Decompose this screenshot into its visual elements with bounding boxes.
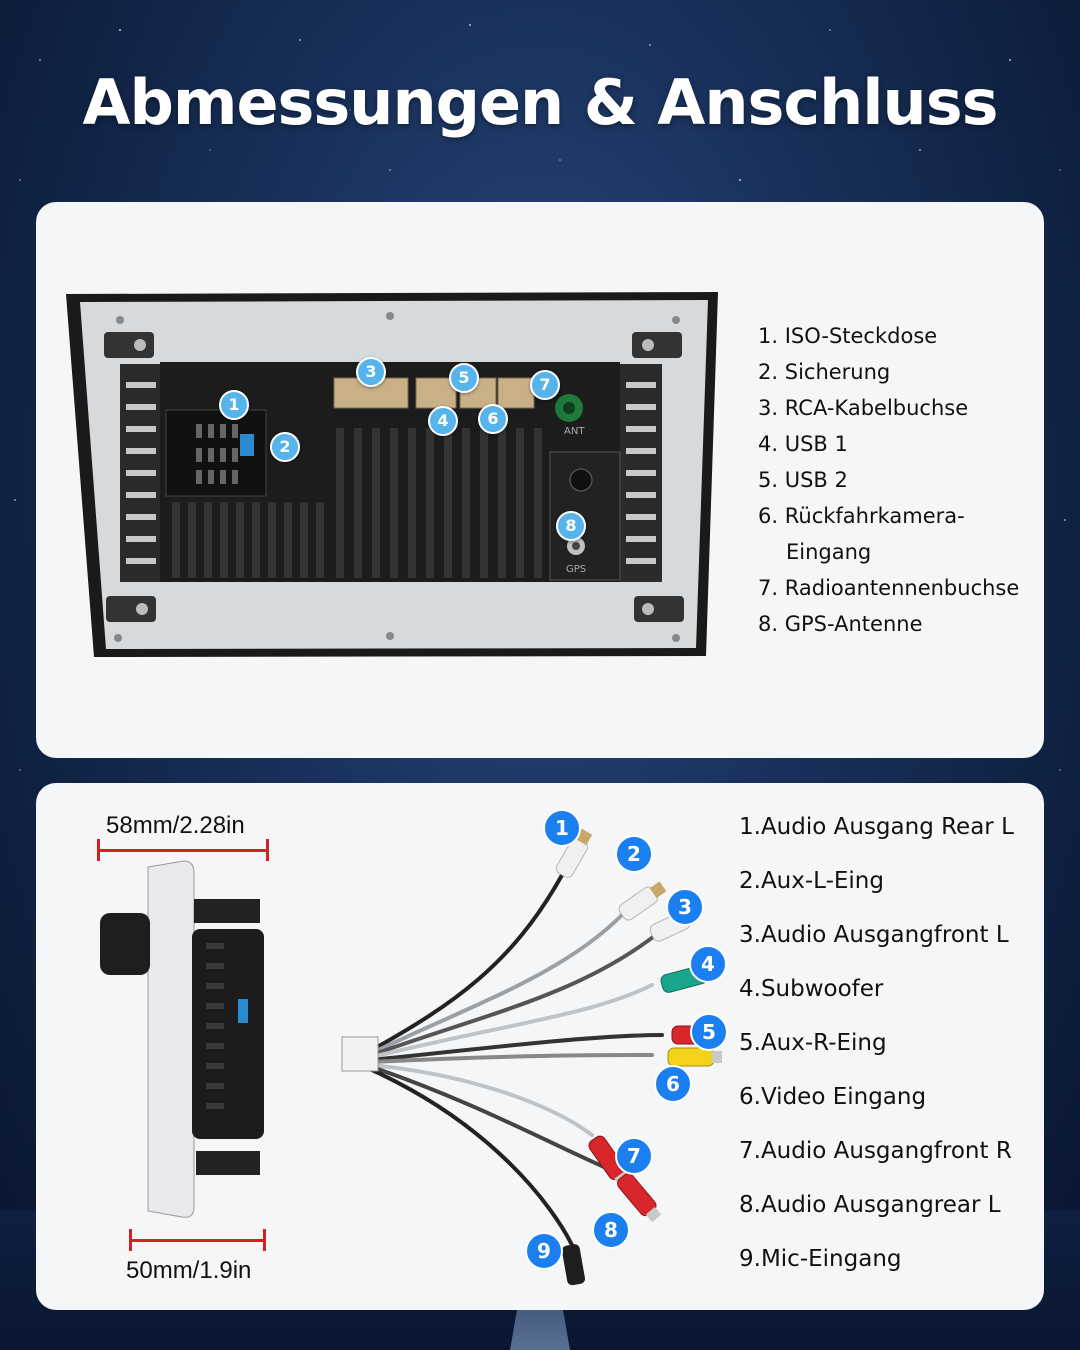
legend-item: 7.Audio Ausgangfront R bbox=[739, 1138, 1012, 1164]
badge-rca-socket: 3 bbox=[356, 357, 386, 387]
legend-item: 6.Video Eingang bbox=[739, 1084, 927, 1110]
depth-dimension-bottom-tick-right bbox=[263, 1229, 266, 1251]
legend-item: 1. ISO-Steckdose bbox=[758, 324, 938, 348]
badge-audio-front-l: 3 bbox=[666, 888, 704, 926]
depth-dimension-bottom-tick-left bbox=[129, 1229, 132, 1251]
badge-video-in: 6 bbox=[654, 1065, 692, 1103]
badge-aux-r: 5 bbox=[690, 1013, 728, 1051]
head-unit-rear-photo: ANT GPS bbox=[66, 292, 718, 657]
cable-harness-panel: 58mm/2.28in 50mm/1.9in bbox=[36, 783, 1044, 1310]
legend-item: 9.Mic-Eingang bbox=[739, 1246, 902, 1272]
legend-item: 2. Sicherung bbox=[758, 360, 891, 384]
badge-iso-socket: 1 bbox=[219, 390, 249, 420]
badge-gps-antenna: 8 bbox=[556, 511, 586, 541]
badge-usb2: 5 bbox=[449, 363, 479, 393]
rca-cable-harness-photo bbox=[341, 828, 726, 1286]
legend-item: 2.Aux-L-Eing bbox=[739, 868, 884, 894]
depth-dimension-top-label: 58mm/2.28in bbox=[106, 812, 245, 839]
badge-fuse: 2 bbox=[270, 432, 300, 462]
legend-item: 5.Aux-R-Eing bbox=[739, 1030, 887, 1056]
badge-subwoofer: 4 bbox=[689, 945, 727, 983]
depth-dimension-top-tick-left bbox=[97, 839, 100, 861]
badge-audio-rear-l-2: 8 bbox=[592, 1211, 630, 1249]
depth-dimension-bottom-line bbox=[130, 1239, 265, 1242]
legend-item: 5. USB 2 bbox=[758, 468, 848, 492]
badge-radio-antenna: 7 bbox=[530, 370, 560, 400]
badge-aux-l: 2 bbox=[615, 835, 653, 873]
gps-port-label: GPS bbox=[566, 564, 586, 575]
legend-item: 8. GPS-Antenne bbox=[758, 612, 923, 636]
depth-dimension-top-line bbox=[98, 849, 268, 852]
badge-audio-front-r: 7 bbox=[615, 1137, 653, 1175]
badge-reverse-camera: 6 bbox=[478, 404, 508, 434]
legend-item: 7. Radioantennenbuchse bbox=[758, 576, 1020, 600]
badge-mic-in: 9 bbox=[525, 1232, 563, 1270]
legend-item: 3. RCA-Kabelbuchse bbox=[758, 396, 969, 420]
legend-item: 3.Audio Ausgangfront L bbox=[739, 922, 1009, 948]
badge-audio-rear-l: 1 bbox=[543, 809, 581, 847]
depth-dimension-top-tick-right bbox=[266, 839, 269, 861]
ant-port-label: ANT bbox=[564, 426, 585, 437]
rear-connections-legend: 1. ISO-Steckdose 2. Sicherung 3. RCA-Kab… bbox=[758, 318, 1038, 642]
legend-item: 4.Subwoofer bbox=[739, 976, 884, 1002]
legend-item: 6. Rückfahrkamera-Eingang bbox=[758, 504, 965, 564]
cable-harness-legend: 1.Audio Ausgang Rear L 2.Aux-L-Eing 3.Au… bbox=[739, 806, 1039, 1292]
legend-item: 4. USB 1 bbox=[758, 432, 848, 456]
depth-dimension-bottom-label: 50mm/1.9in bbox=[126, 1257, 252, 1284]
rear-connections-panel: ANT GPS 1 2 3 4 5 6 7 8 1. ISO-Steckdose… bbox=[36, 202, 1044, 758]
head-unit-side-photo bbox=[100, 860, 264, 1218]
page-title: Abmessungen & Anschluss bbox=[82, 66, 998, 139]
legend-item: 8.Audio Ausgangrear L bbox=[739, 1192, 1001, 1218]
badge-usb1: 4 bbox=[428, 406, 458, 436]
legend-item: 1.Audio Ausgang Rear L bbox=[739, 814, 1014, 840]
